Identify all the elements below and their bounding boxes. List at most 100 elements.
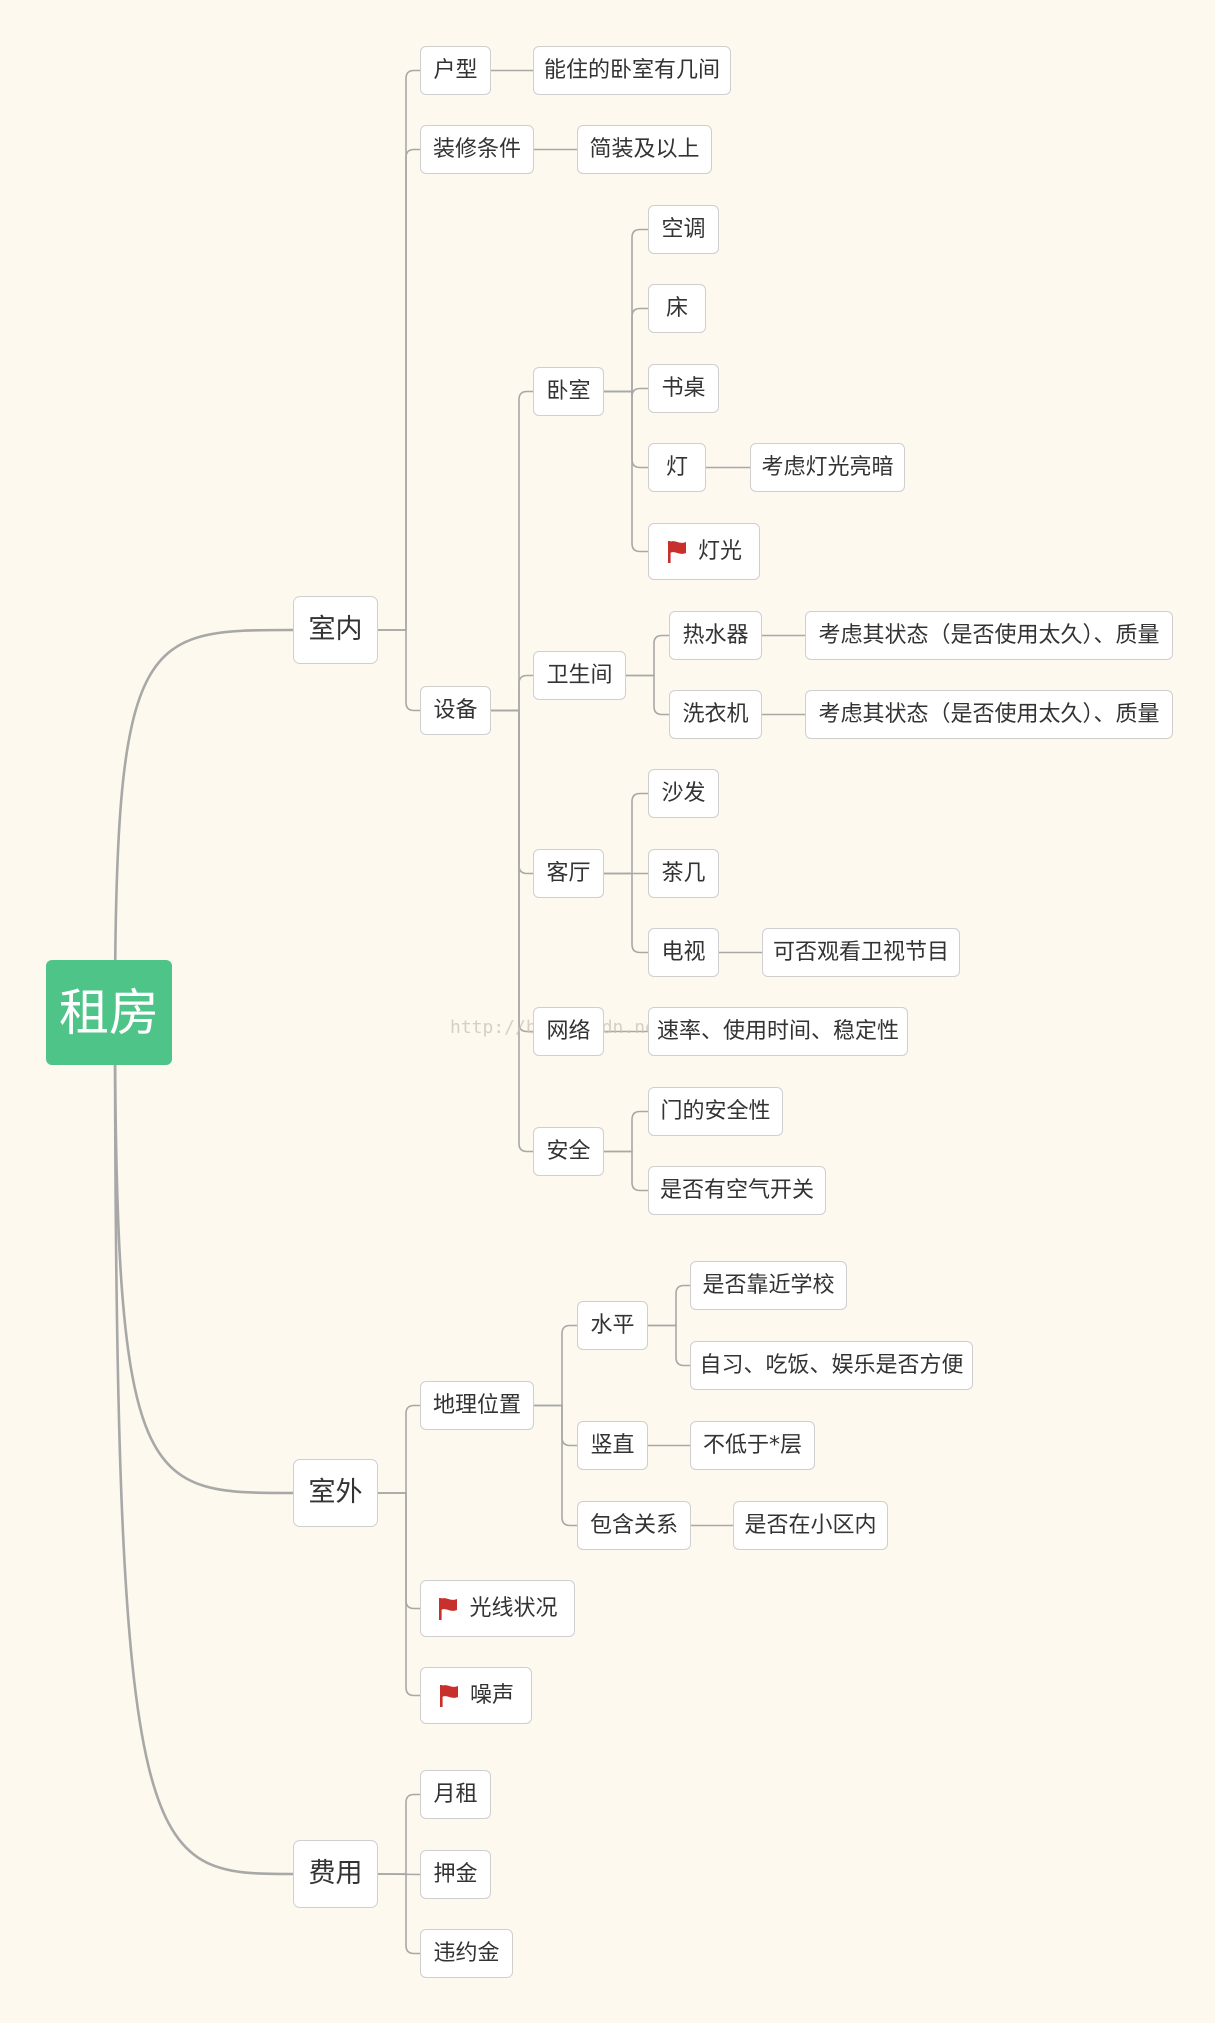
mindmap-node[interactable]: 洗衣机 (669, 690, 762, 739)
red-flag-icon (439, 1684, 458, 1707)
connector-line (378, 69, 420, 631)
mindmap-node[interactable]: 可否观看卫视节目 (762, 928, 960, 977)
red-flag-icon (667, 540, 686, 563)
node-label: 光线状况 (469, 1595, 558, 1621)
connector-line (378, 148, 420, 631)
node-label: 网络 (546, 1018, 591, 1044)
connector-line (648, 1284, 690, 1327)
connector-line (604, 387, 648, 397)
node-label: 不低于*层 (702, 1432, 802, 1458)
node-label: 床 (665, 295, 688, 321)
connector-line (491, 390, 533, 712)
connector-line (378, 1873, 420, 1955)
mindmap-node[interactable]: 床 (648, 284, 706, 333)
connector-line (113, 1012, 294, 1495)
mindmap-node[interactable]: 能住的卧室有几间 (533, 46, 731, 95)
node-label: 安全 (546, 1138, 591, 1164)
node-label: 洗衣机 (682, 701, 749, 727)
mindmap-node[interactable]: 安全 (533, 1127, 604, 1176)
connector-line (604, 228, 648, 393)
mindmap-node[interactable]: 押金 (420, 1850, 491, 1899)
node-label: 书桌 (661, 375, 706, 401)
mindmap-node[interactable]: 违约金 (420, 1929, 513, 1978)
light-condition-flagged[interactable]: 光线状况 (420, 1580, 575, 1637)
node-label: 自习、吃饭、娱乐是否方便 (699, 1352, 964, 1378)
connector-line (626, 674, 669, 716)
node-label: 室内 (308, 614, 363, 645)
mindmap-node[interactable]: 考虑其状态（是否使用太久）、质量 (805, 611, 1173, 660)
mindmap-node[interactable]: 灯 (648, 443, 706, 492)
node-label: 租房 (59, 983, 159, 1042)
mindmap-node[interactable]: 月租 (420, 1770, 491, 1819)
mindmap-node[interactable]: 书桌 (648, 364, 719, 413)
node-label: 竖直 (590, 1432, 635, 1458)
node-label: 能住的卧室有几间 (543, 57, 720, 83)
node-label: 考虑其状态（是否使用太久）、质量 (818, 622, 1160, 648)
mindmap-node[interactable]: 户型 (420, 46, 491, 95)
node-label: 考虑其状态（是否使用太久）、质量 (818, 701, 1160, 727)
node-label: 客厅 (546, 860, 591, 886)
connector-line (378, 1793, 420, 1875)
mindmap-node[interactable]: 地理位置 (420, 1381, 534, 1430)
mindmap-node[interactable]: 装修条件 (420, 125, 534, 174)
connector-line (491, 674, 533, 712)
mindmap-node[interactable]: 速率、使用时间、稳定性 (648, 1007, 908, 1056)
node-label: 室外 (308, 1477, 363, 1508)
connector-line (491, 709, 533, 1033)
node-label: 卫生间 (546, 662, 613, 688)
node-label: 设备 (433, 697, 478, 723)
connector-line (378, 1492, 420, 1610)
connector-line (378, 1404, 420, 1494)
mindmap-node[interactable]: 卫生间 (533, 651, 626, 700)
node-label: 速率、使用时间、稳定性 (656, 1018, 899, 1044)
mindmap-node[interactable]: 室外 (293, 1459, 378, 1527)
mindmap-node[interactable]: 是否靠近学校 (690, 1261, 847, 1310)
node-label: 噪声 (469, 1682, 514, 1708)
connector-line (113, 1012, 294, 1876)
node-label: 沙发 (661, 780, 706, 806)
mindmap-node[interactable]: 网络 (533, 1007, 604, 1056)
node-label: 押金 (433, 1861, 478, 1887)
connector-line (378, 629, 420, 712)
noise-flagged[interactable]: 噪声 (420, 1667, 532, 1724)
mindmap-node[interactable]: 包含关系 (577, 1501, 691, 1550)
mindmap-node[interactable]: 费用 (293, 1840, 378, 1908)
bedroom-light-flagged[interactable]: 灯光 (648, 523, 760, 580)
mindmap-node[interactable]: 是否在小区内 (733, 1501, 888, 1550)
mindmap-node[interactable]: 卧室 (533, 367, 604, 416)
mindmap-node[interactable]: 简装及以上 (577, 125, 712, 174)
connector-line (113, 628, 294, 1013)
mindmap-root[interactable]: 租房 (46, 960, 172, 1065)
mindmap-node[interactable]: 不低于*层 (690, 1421, 815, 1470)
connector-line (604, 792, 648, 875)
mindmap-node[interactable]: 水平 (577, 1301, 648, 1350)
connector-line (604, 390, 648, 469)
mindmap-node[interactable]: 沙发 (648, 769, 719, 818)
connector-line (604, 1150, 648, 1192)
mindmap-node[interactable]: 空调 (648, 205, 719, 254)
node-label: 可否观看卫视节目 (772, 939, 949, 965)
mindmap-node[interactable]: 室内 (293, 596, 378, 664)
node-label: 是否靠近学校 (702, 1272, 835, 1298)
mindmap-node[interactable]: 竖直 (577, 1421, 648, 1470)
mindmap-node[interactable]: 电视 (648, 928, 719, 977)
connector-line (534, 1324, 577, 1407)
mindmap-node[interactable]: 是否有空气开关 (648, 1166, 826, 1215)
node-label: 热水器 (682, 622, 749, 648)
node-label: 户型 (433, 57, 478, 83)
connector-line (648, 1324, 690, 1367)
mindmap-node[interactable]: 自习、吃饭、娱乐是否方便 (690, 1341, 973, 1390)
connector-line (534, 1404, 577, 1447)
mindmap-node[interactable]: 茶几 (648, 849, 719, 898)
mindmap-node[interactable]: 设备 (420, 686, 491, 735)
mindmap-node[interactable]: 考虑灯光亮暗 (750, 443, 905, 492)
node-label: 包含关系 (589, 1512, 678, 1538)
connector-line (491, 709, 533, 875)
node-label: 地理位置 (432, 1392, 521, 1418)
mindmap-node[interactable]: 考虑其状态（是否使用太久）、质量 (805, 690, 1173, 739)
mindmap-node[interactable]: 客厅 (533, 849, 604, 898)
mindmap-node[interactable]: 门的安全性 (648, 1087, 783, 1136)
mindmap-node[interactable]: 热水器 (669, 611, 762, 660)
